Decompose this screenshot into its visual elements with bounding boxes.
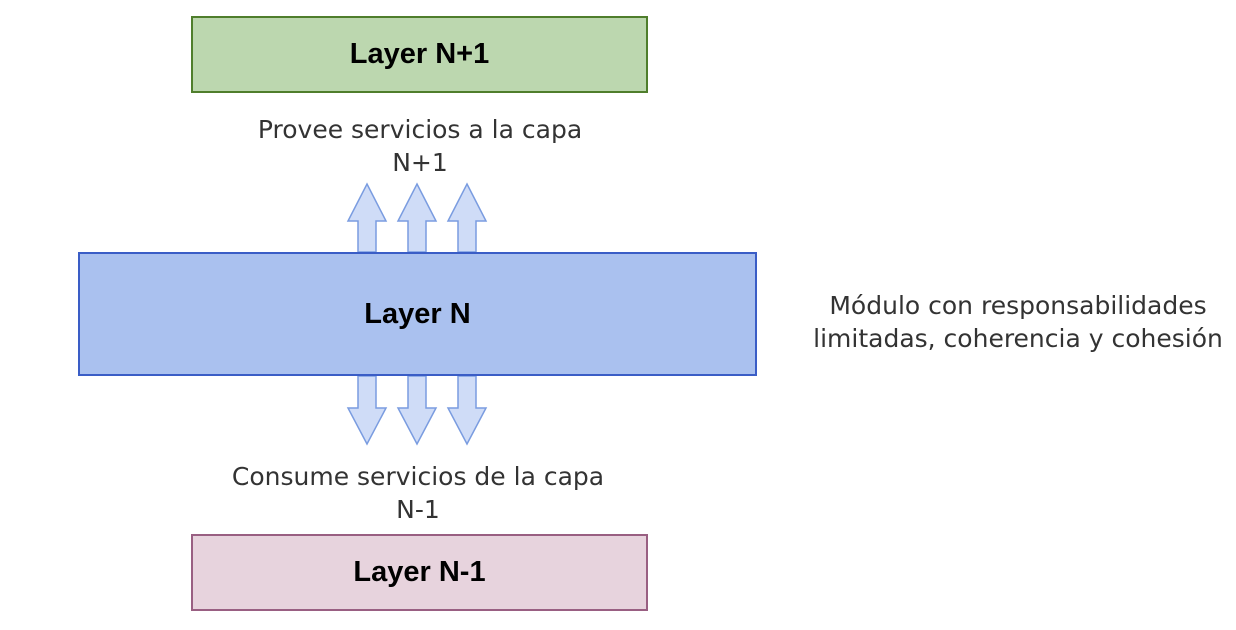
up-arrow-icon <box>446 182 488 253</box>
consumes-caption-line1: Consume servicios de la capa <box>231 462 605 491</box>
module-caption-line2: limitadas, coherencia y cohesión <box>813 324 1223 353</box>
provides-caption-line1: Provee servicios a la capa <box>257 115 583 144</box>
down-arrow-icon <box>446 375 488 446</box>
consumes-caption: Consume servicios de la capa N-1 <box>198 460 638 526</box>
consumes-caption-line2: N-1 <box>396 495 440 524</box>
down-arrow-icon <box>346 375 388 446</box>
layer-n-minus-1-label: Layer N-1 <box>353 556 486 588</box>
layer-n-minus-1-box: Layer N-1 <box>191 534 648 611</box>
layer-n-plus-1-label: Layer N+1 <box>349 38 490 70</box>
module-caption: Módulo con responsabilidades limitadas, … <box>800 289 1236 355</box>
layer-n-plus-1-box: Layer N+1 <box>191 16 648 93</box>
provides-caption-line2: N+1 <box>392 148 448 177</box>
down-arrow-icon <box>396 375 438 446</box>
up-arrows <box>346 182 488 253</box>
layer-n-label: Layer N <box>364 297 471 330</box>
provides-caption: Provee servicios a la capa N+1 <box>200 113 640 179</box>
layer-n-box: Layer N <box>78 252 757 376</box>
down-arrows <box>346 375 488 446</box>
module-caption-line1: Módulo con responsabilidades <box>829 291 1207 320</box>
up-arrow-icon <box>346 182 388 253</box>
up-arrow-icon <box>396 182 438 253</box>
